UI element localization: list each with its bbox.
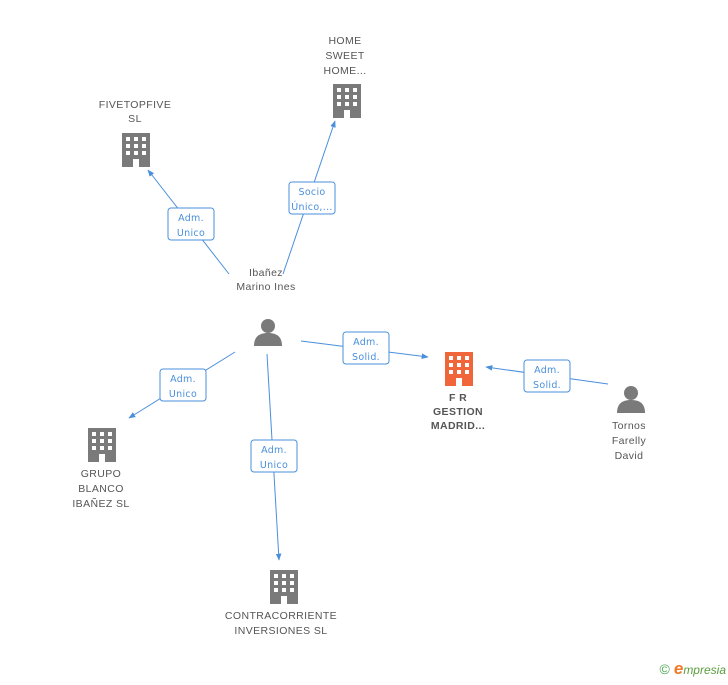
building-icon[interactable] [445,352,473,386]
building-icon[interactable] [122,133,150,167]
node-label[interactable]: Farelly [612,435,647,447]
edge-label-text: Unico [169,389,197,400]
edge-ibanez-to-grupoblanco: Adm. Unico [128,351,236,419]
edge-ibanez-to-contracorriente: Adm. Unico [250,353,298,561]
node-label[interactable]: SWEET [325,50,365,62]
brand-logo-initial[interactable]: e [673,659,684,678]
edge-label-text: Adm. [353,337,379,348]
node-label[interactable]: SL [128,113,142,125]
node-label[interactable]: IBAÑEZ SL [72,497,129,510]
person-icon[interactable] [617,386,645,413]
node-label[interactable]: HOME [328,35,361,47]
node-label[interactable]: BLANCO [78,483,124,495]
node-label[interactable]: CONTRACORRIENTE [225,610,337,622]
node-label[interactable]: David [615,450,644,462]
edge-label-text: Adm. [261,445,287,456]
node-fivetopfive[interactable]: FIVETOPFIVE SL [99,99,171,167]
node-label[interactable]: Tornos [612,420,646,432]
edge-label-box[interactable] [342,331,390,365]
edge-label-text: Adm. [178,213,204,224]
edge-label-text: Solid. [533,380,561,391]
edge-label-box[interactable] [288,181,336,215]
node-label[interactable]: F R [449,392,467,404]
node-frgestion[interactable]: F R GESTION MADRID... [431,352,485,432]
node-label[interactable]: Ibañez [249,267,283,279]
node-label[interactable]: Marino Ines [236,281,295,293]
edge-label-box[interactable] [167,207,215,241]
building-icon[interactable] [333,84,361,118]
person-icon[interactable] [254,319,282,346]
copyright-icon: © [659,661,670,677]
node-label[interactable]: HOME... [323,65,366,77]
node-label[interactable]: MADRID... [431,420,485,432]
edge-label-text: Unico [177,228,205,239]
edge-tornos-to-frgestion: Adm. Solid. [485,359,609,393]
node-label[interactable]: FIVETOPFIVE [99,99,171,111]
edge-label-box[interactable] [250,439,298,473]
edge-label-text: Socio [298,187,325,198]
edge-label-text: Adm. [170,374,196,385]
node-label[interactable]: GESTION [433,406,483,418]
edge-ibanez-to-frgestion: Adm. Solid. [300,331,429,365]
brand-logo-text[interactable]: mpresia [683,663,726,677]
node-contracorriente[interactable]: CONTRACORRIENTE INVERSIONES SL [225,570,337,637]
edge-label-text: Adm. [534,365,560,376]
node-homesweet[interactable]: HOME SWEET HOME... [323,35,366,118]
edge-label-text: Solid. [352,352,380,363]
edge-label-box[interactable] [159,368,207,402]
edge-ibanez-to-homesweet: SocioÚnico,... [282,120,336,275]
edge-label-box[interactable] [523,359,571,393]
node-label[interactable]: INVERSIONES SL [234,625,327,637]
edge-label-text: Unico [260,460,288,471]
edge-ibanez-to-fivetopfive: Adm. Unico [147,169,230,275]
building-icon[interactable] [88,428,116,462]
edge-label-text: Único,... [291,201,332,213]
node-grupoblanco[interactable]: GRUPO BLANCO IBAÑEZ SL [72,428,129,510]
building-icon[interactable] [270,570,298,604]
brand-footer: ©empresia [660,659,726,679]
node-label[interactable]: GRUPO [81,468,122,480]
